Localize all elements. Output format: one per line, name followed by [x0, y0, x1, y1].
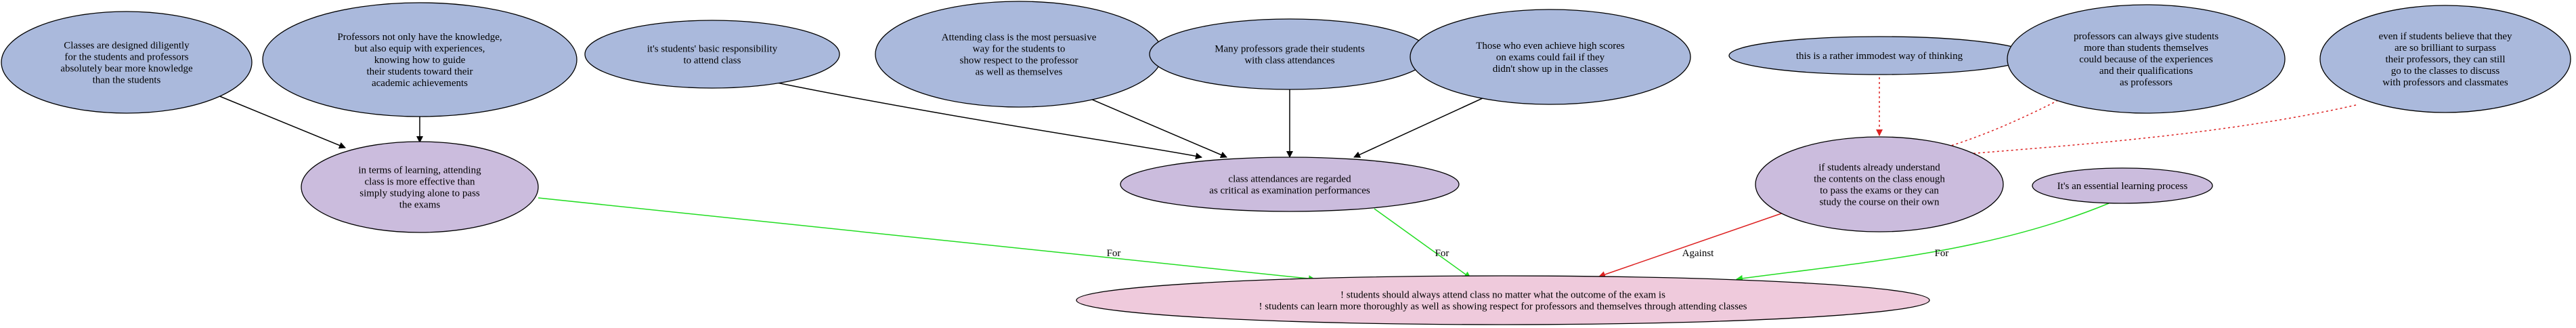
c1-line: simply studying alone to pass — [359, 188, 480, 199]
edge-label-c1-root: For — [1107, 248, 1121, 259]
c3-line: to pass the exams or they can — [1820, 186, 1939, 197]
c3-line: the contents on the class enough — [1814, 174, 1945, 185]
p7-line: this is a rather immodest way of thinkin… — [1796, 51, 1963, 62]
edge-label-c3-root: Against — [1682, 248, 1714, 259]
premise-node-p7: this is a rather immodest way of thinkin… — [1728, 36, 2030, 75]
p2-line: knowing how to guide — [374, 55, 466, 66]
p6-line: Those who even achieve high scores — [1476, 41, 1625, 52]
p4-line: Attending class is the most persuasive — [942, 33, 1097, 43]
p8-line: more than students themselves — [2084, 43, 2208, 54]
p2-line: academic achievements — [372, 78, 468, 89]
p9-line: go to the classes to discuss — [2391, 66, 2500, 77]
edge-p9-c3 — [1959, 104, 2357, 158]
edge-label-c4-root: For — [1935, 248, 1949, 259]
p2-line: their students toward their — [366, 66, 473, 77]
premise-node-p2: Professors not only have the knowledge,b… — [262, 2, 577, 117]
p5-line: Many professors grade their students — [1215, 44, 1365, 55]
p4-line: way for the students to — [973, 44, 1066, 55]
p3-line: to attend class — [684, 56, 741, 66]
conclusion-text-root: ! students should always attend class no… — [1259, 290, 1747, 312]
p6-line: on exams could fail if they — [1496, 52, 1605, 63]
premise-text-p7: this is a rather immodest way of thinkin… — [1796, 51, 1963, 62]
p2-line: Professors not only have the knowledge, — [337, 32, 502, 43]
p4-line: show respect to the professor — [960, 56, 1078, 66]
edge-c1-root — [538, 197, 1315, 283]
p4-line: as well as themselves — [976, 67, 1063, 78]
p9-line: even if students believe that they — [2378, 31, 2512, 42]
p6-line: didn't show up in the classes — [1493, 64, 1609, 75]
p8-line: could because of the experiences — [2079, 54, 2213, 65]
edge-p3-c2 — [730, 73, 1202, 160]
premise-text-p2: Professors not only have the knowledge,b… — [337, 32, 502, 89]
conclusion-node-root: ! students should always attend class no… — [1076, 275, 1930, 325]
root-line: ! students should always attend class no… — [1340, 290, 1665, 301]
c1-line: class is more effective than — [365, 177, 475, 188]
p1-line: absolutely bear more knowledge — [60, 64, 193, 75]
edge-p1-c1 — [202, 89, 346, 149]
c3-line: study the course on their own — [1819, 197, 1940, 208]
edge-c3-root — [1598, 211, 1788, 278]
p1-line: for the students and professors — [64, 52, 188, 63]
root-line: ! students can learn more thoroughly as … — [1259, 302, 1747, 312]
p3-line: it's students' basic responsibility — [647, 44, 778, 55]
c2-line: class attendances are regarded — [1228, 174, 1351, 185]
c4-line: It's an essential learning process — [2057, 181, 2188, 192]
edge-c4-root — [1736, 203, 2110, 282]
p9-line: are so brilliant to surpass — [2395, 43, 2496, 54]
p8-line: as professors — [2120, 77, 2173, 88]
edge-label-c2-root: For — [1435, 248, 1449, 259]
c2-line: as critical as examination performances — [1209, 186, 1370, 197]
c1-line: the exams — [399, 200, 441, 211]
p9-line: their professors, they can still — [2385, 54, 2505, 65]
c3-line: if students already understand — [1818, 163, 1940, 173]
p9-line: with professors and classmates — [2382, 77, 2508, 88]
p8-line: and their qualifications — [2099, 66, 2193, 77]
c1-line: in terms of learning, attending — [358, 165, 481, 176]
p1-line: Classes are designed diligently — [64, 41, 190, 52]
p2-line: but also equip with experiences, — [355, 43, 485, 54]
edge-p8-c3 — [1934, 91, 2076, 152]
p8-line: professors can always give students — [2074, 31, 2219, 42]
claim-text-c4: It's an essential learning process — [2057, 181, 2188, 192]
edge-labels: For For Against For — [1107, 248, 1949, 259]
edge-c2-root — [1374, 208, 1471, 279]
p5-line: with class attendances — [1244, 56, 1334, 66]
claim-node-c4: It's an essential learning process — [2032, 167, 2213, 204]
p1-line: than the students — [93, 75, 161, 86]
